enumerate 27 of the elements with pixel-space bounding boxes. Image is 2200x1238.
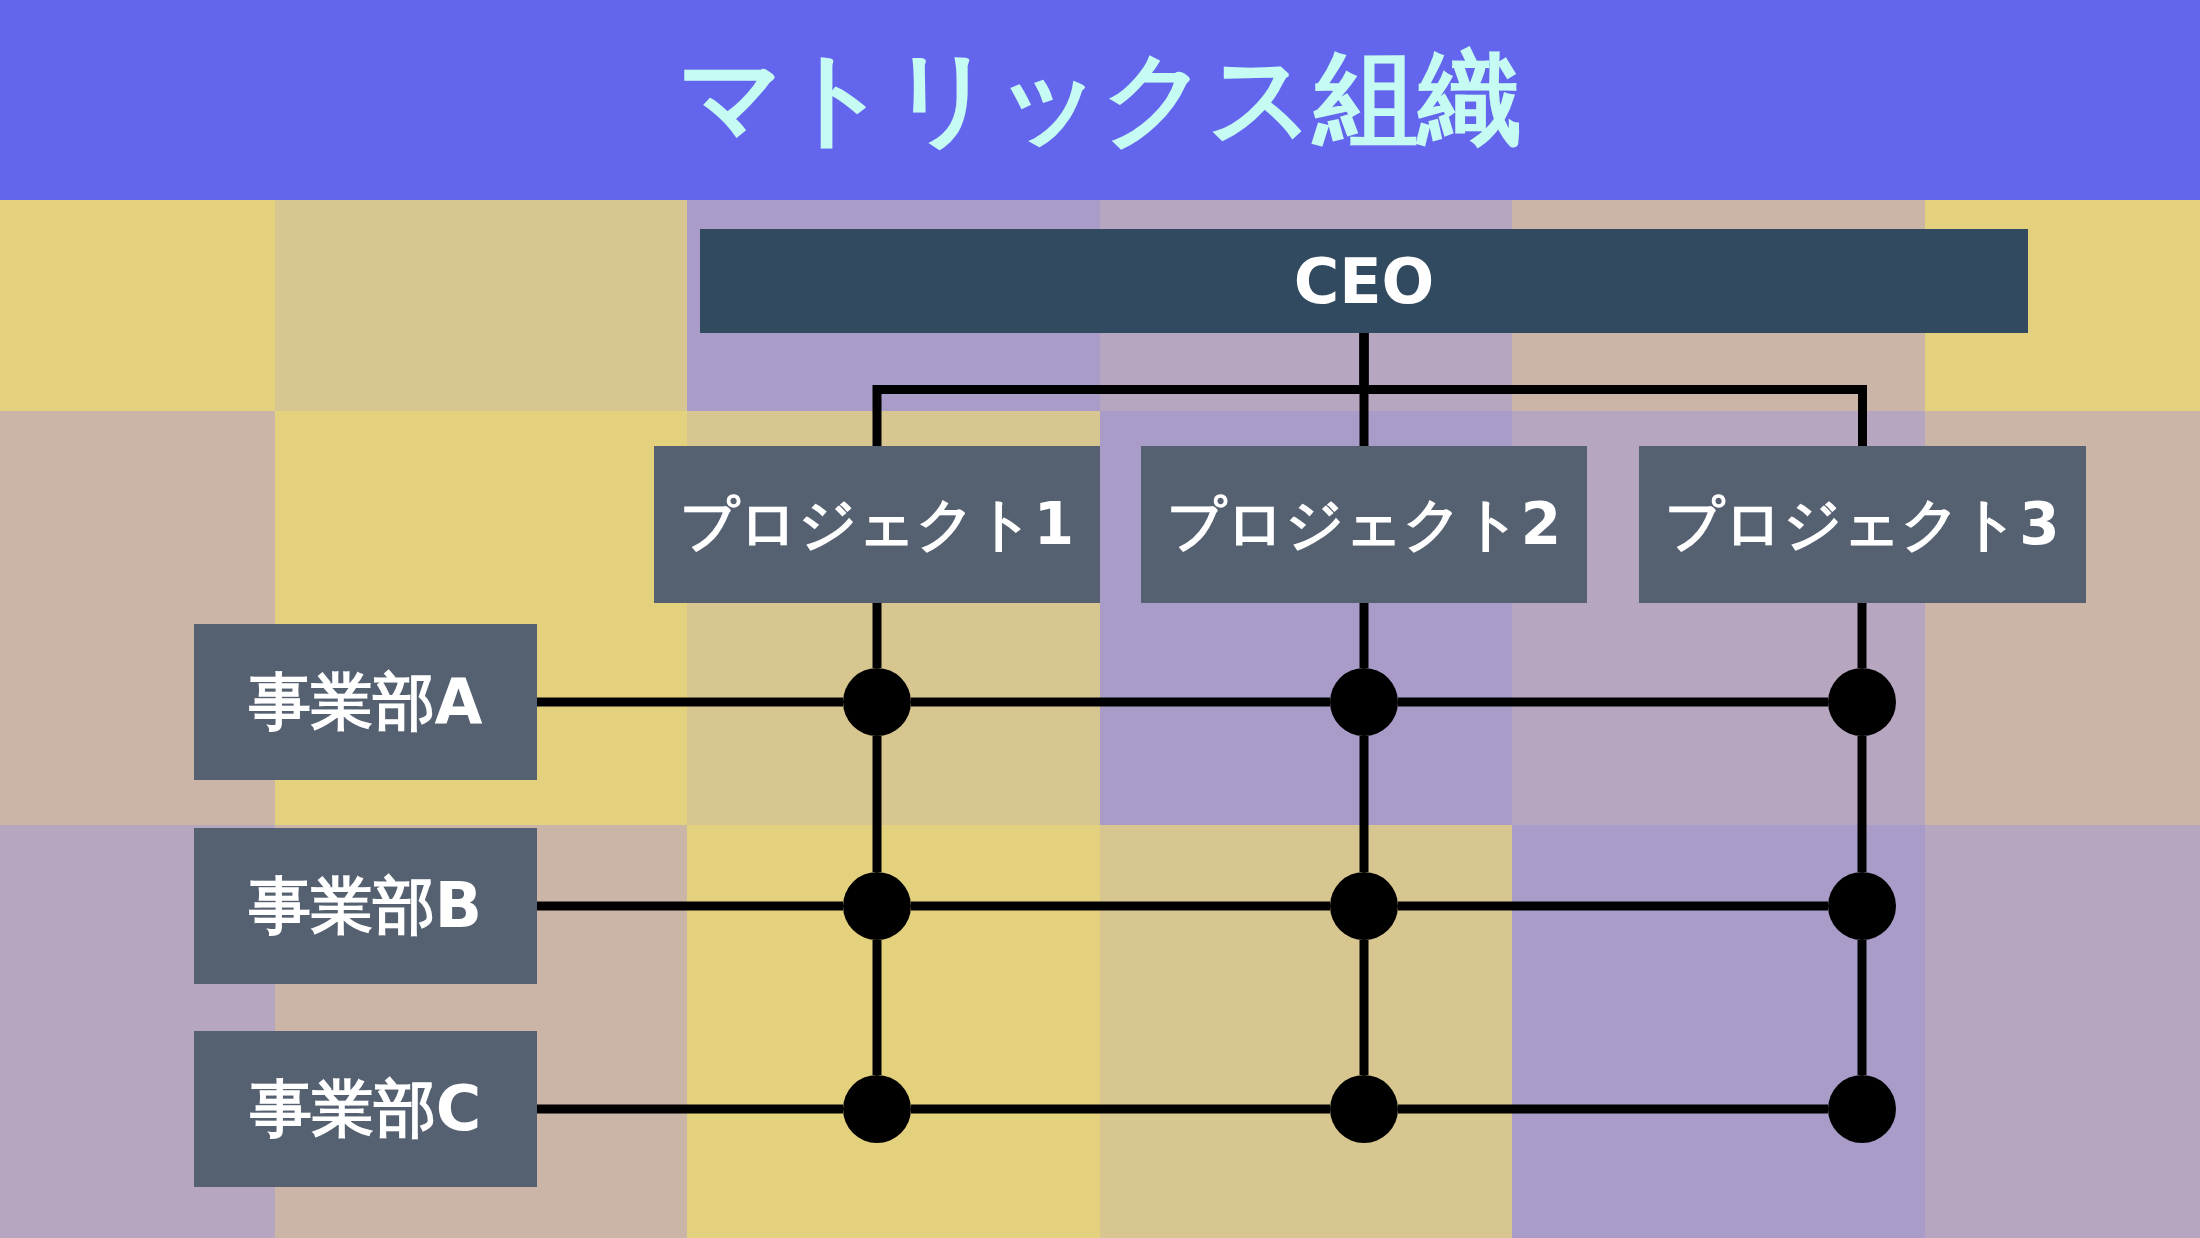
title: マトリックス組織	[678, 36, 1522, 161]
connector-line	[1359, 603, 1369, 668]
connector-line	[1857, 603, 1867, 668]
connector-line	[537, 1104, 843, 1114]
connector-line	[872, 940, 882, 1075]
division-box: 事業部A	[194, 624, 537, 780]
connector-line	[1359, 736, 1369, 872]
connector-line	[1359, 333, 1867, 446]
ceo-box: CEO	[700, 229, 2028, 333]
division-box: 事業部C	[194, 1031, 537, 1187]
connector-line	[911, 697, 1330, 707]
connector-line	[1398, 901, 1828, 911]
project-box: プロジェクト1	[654, 446, 1100, 603]
connector-line	[872, 736, 882, 872]
connector-line	[872, 603, 882, 668]
connector-line	[1857, 940, 1867, 1075]
connector-line	[911, 901, 1330, 911]
connector-line	[1398, 697, 1828, 707]
connector-line	[1359, 940, 1369, 1075]
division-box: 事業部B	[194, 828, 537, 984]
connector-line	[1857, 736, 1867, 872]
connector-line	[537, 697, 843, 707]
project-box: プロジェクト3	[1639, 446, 2086, 603]
connector-line	[537, 901, 843, 911]
project-box: プロジェクト2	[1141, 446, 1587, 603]
connector-line	[911, 1104, 1330, 1114]
connector-line	[1398, 1104, 1828, 1114]
